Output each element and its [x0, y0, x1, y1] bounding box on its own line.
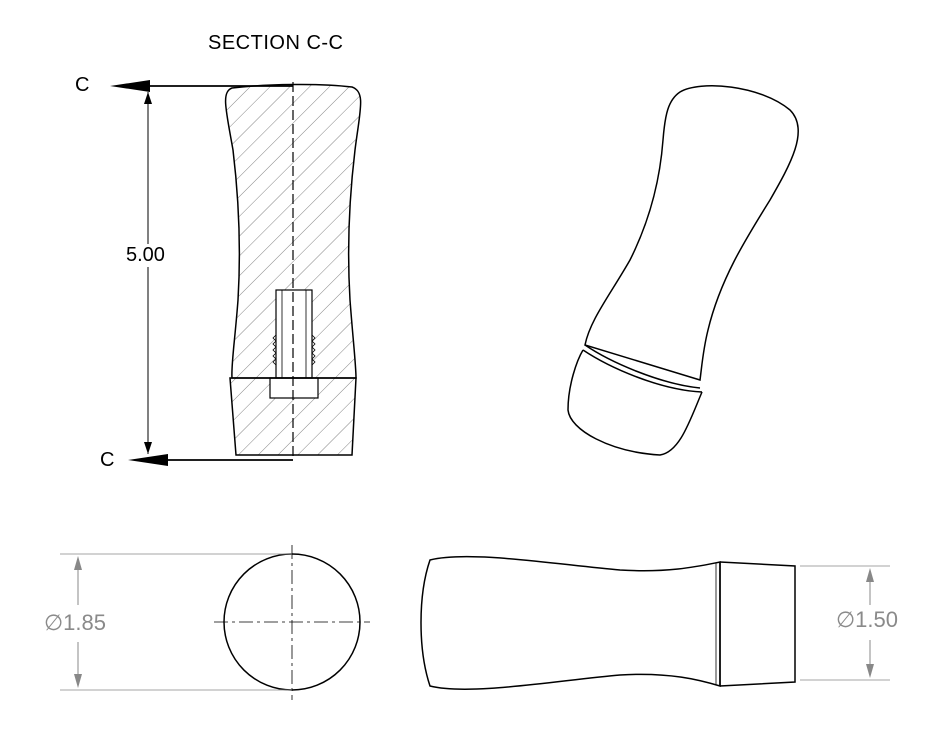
section-view: [224, 82, 362, 460]
section-title: SECTION C-C: [208, 32, 344, 54]
end-view: [214, 545, 370, 700]
length-dimension: [144, 92, 152, 454]
isometric-view: [567, 85, 799, 456]
diameter-symbol-icon: ∅: [836, 607, 856, 632]
diameter-dimension-right: [800, 565, 890, 681]
handle-upper-outline: [224, 83, 362, 379]
diameter-dimension-left: [60, 553, 292, 691]
section-marker-bottom: C: [100, 449, 115, 471]
side-view: [420, 555, 796, 690]
diameter-right-label: ∅1.50: [836, 607, 898, 632]
section-cut-markers: [110, 80, 293, 466]
section-marker-top: C: [75, 74, 90, 96]
diameter-symbol-icon: ∅: [44, 610, 64, 635]
length-dim-label: 5.00: [124, 244, 167, 267]
diameter-left-label: ∅1.85: [44, 610, 106, 635]
